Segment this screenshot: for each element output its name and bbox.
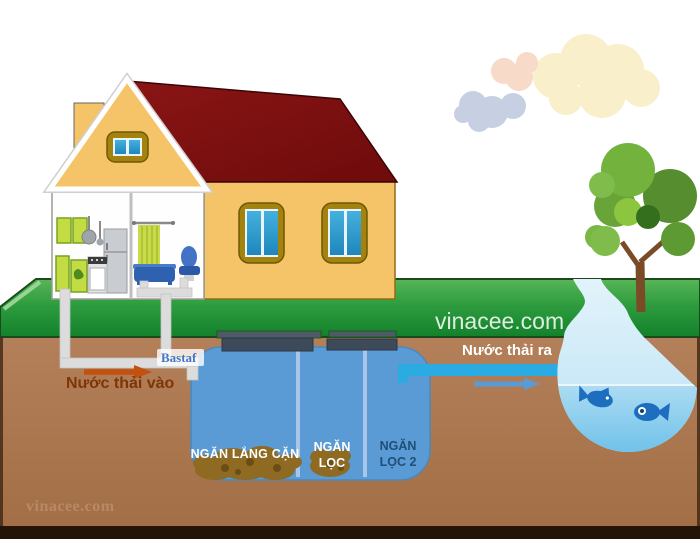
- attic-window: [106, 131, 149, 163]
- sludge-chamber2: [310, 449, 351, 477]
- chamber3-label: NGĂN LỌC 2: [368, 438, 428, 470]
- kitchen: [55, 216, 128, 294]
- chamber2-label: NGĂN LỌC: [303, 439, 361, 471]
- chamber2-label-line1: NGĂN: [313, 440, 351, 454]
- outflow-label: Nước thải ra: [462, 342, 552, 359]
- watermark-grass: vinacee.com: [435, 308, 565, 334]
- toilet-bowl: [179, 266, 200, 275]
- watermark-corner: vinacee.com: [26, 498, 115, 515]
- tree-foliage: [585, 143, 697, 256]
- kitchen-cabinet-upper-1: [56, 217, 72, 244]
- kitchen-sink: [73, 269, 84, 280]
- ladle: [96, 238, 104, 246]
- left-edge-border: [0, 337, 3, 531]
- tree-trunk: [635, 261, 646, 313]
- tree: [585, 143, 697, 313]
- tank-cover-strip-2: [328, 330, 397, 338]
- fish-1: [578, 385, 613, 408]
- cloud-blue: [454, 91, 526, 132]
- outflow-arrow: [474, 378, 540, 390]
- bottom-border: [0, 526, 700, 539]
- oven-door: [89, 267, 106, 291]
- drain-pipes: [59, 277, 199, 381]
- cloud-cream: [533, 34, 660, 118]
- kitchen-cabinet-base: [55, 255, 70, 292]
- sludge-chamber1: [193, 446, 302, 480]
- tank-inlet-pipe: [186, 365, 199, 381]
- window-2: [321, 202, 368, 264]
- right-edge-border: [697, 337, 700, 531]
- chamber2-label-line2: LỌC: [318, 456, 346, 470]
- inflow-arrow: [84, 365, 152, 379]
- outflow-pipe: [398, 364, 565, 383]
- toilet-tank: [181, 246, 197, 268]
- toilet-base: [184, 275, 194, 281]
- window-1: [238, 202, 285, 264]
- bathroom: [132, 221, 200, 285]
- bathtub: [134, 267, 175, 282]
- frying-pan: [81, 229, 97, 245]
- inflow-label: Nước thải vào: [66, 375, 175, 392]
- tank-brand-label: Bastaf: [161, 350, 197, 365]
- grass-bevel: [2, 280, 42, 311]
- tank-lid-2: [326, 338, 398, 351]
- house: [42, 72, 399, 300]
- chamber1-label: NGĂN LẮNG CẶN: [190, 447, 300, 461]
- chamber3-label-line2: LỌC 2: [379, 455, 417, 469]
- fish-2: [634, 403, 670, 421]
- chamber3-label-line1: NGĂN: [379, 439, 417, 453]
- kitchen-drain-pipe: [59, 288, 71, 361]
- tank-lid-1: [221, 337, 314, 352]
- cloud-pink: [491, 52, 538, 91]
- tank-cover-strip-1: [216, 330, 322, 339]
- bastaf-tag: [157, 349, 204, 366]
- septic-tank: [190, 330, 431, 481]
